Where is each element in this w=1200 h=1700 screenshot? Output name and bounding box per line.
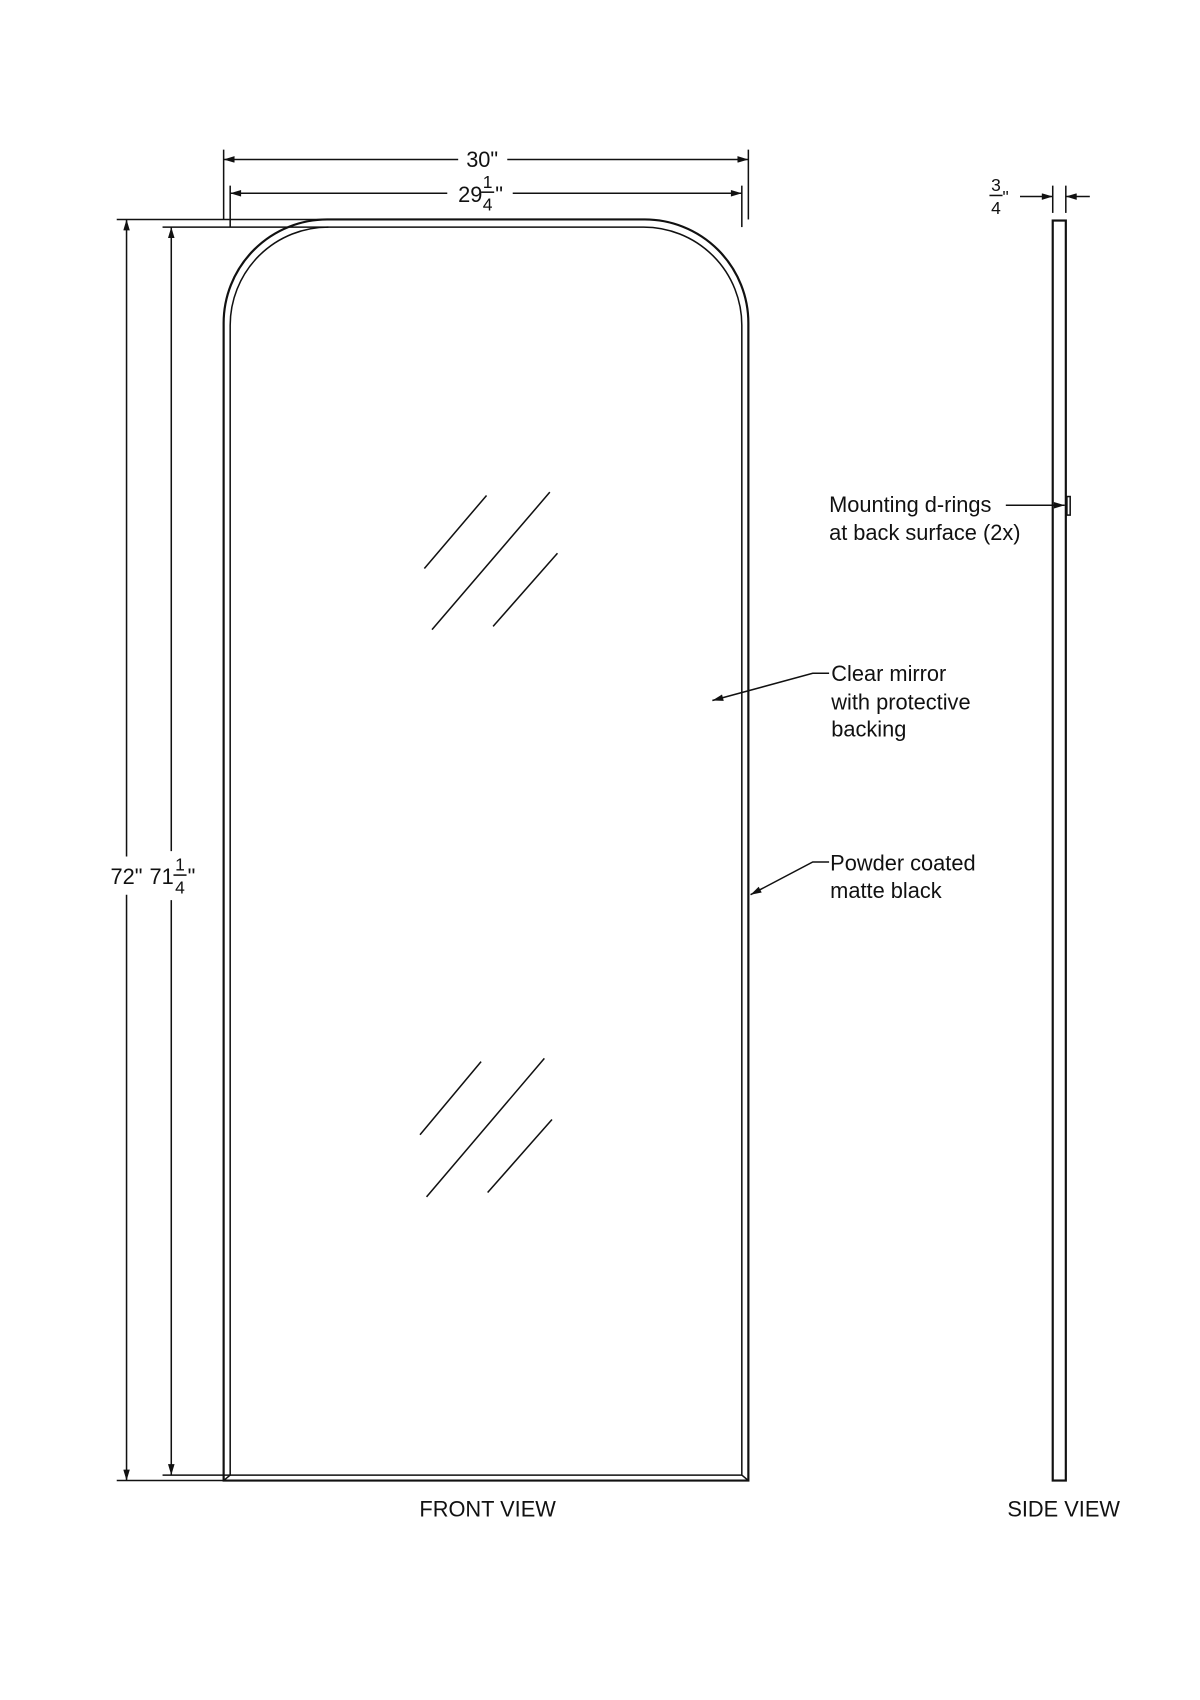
outer-height-label: 72": [111, 864, 143, 889]
mirror-glare-icon: [419, 491, 559, 1198]
inner-width-num: 1: [483, 172, 493, 192]
svg-text:with protective: with protective: [830, 689, 970, 714]
depth-num: 3: [991, 175, 1001, 195]
inner-width-whole: 29: [458, 182, 482, 207]
inner-height-num: 1: [175, 855, 185, 875]
inner-height-inch: ": [188, 864, 196, 889]
svg-text:backing: backing: [831, 717, 906, 742]
svg-text:Powder coated: Powder coated: [830, 851, 975, 876]
mirror-callout: Clear mirror with protective backing: [712, 661, 971, 742]
frame-callout: Powder coated matte black: [750, 851, 976, 903]
svg-text:at back surface (2x): at back surface (2x): [829, 520, 1020, 545]
depth-den: 4: [991, 198, 1001, 218]
inner-height-den: 4: [175, 878, 185, 898]
front-view-frame: [222, 218, 750, 1482]
inner-width-inch: ": [495, 182, 503, 207]
outer-width-label: 30": [466, 147, 498, 172]
svg-text:matte black: matte black: [830, 878, 942, 903]
mounting-callout: Mounting d-rings at back surface (2x): [829, 492, 1065, 545]
side-view: 3 4 ": [989, 175, 1090, 1482]
depth-inch: ": [1003, 187, 1009, 207]
svg-text:Clear mirror: Clear mirror: [831, 661, 946, 686]
inner-height-whole: 71: [149, 864, 173, 889]
front-view-label: FRONT VIEW: [419, 1497, 556, 1522]
side-view-label: SIDE VIEW: [1007, 1497, 1120, 1522]
height-dimension: 72" 71 1 4 ": [111, 218, 329, 1482]
inner-width-den: 4: [483, 195, 493, 215]
d-ring-icon: [1066, 495, 1071, 516]
svg-text:Mounting d-rings: Mounting d-rings: [829, 492, 991, 517]
width-dimension: 30" 29 1 4 ": [222, 147, 750, 228]
